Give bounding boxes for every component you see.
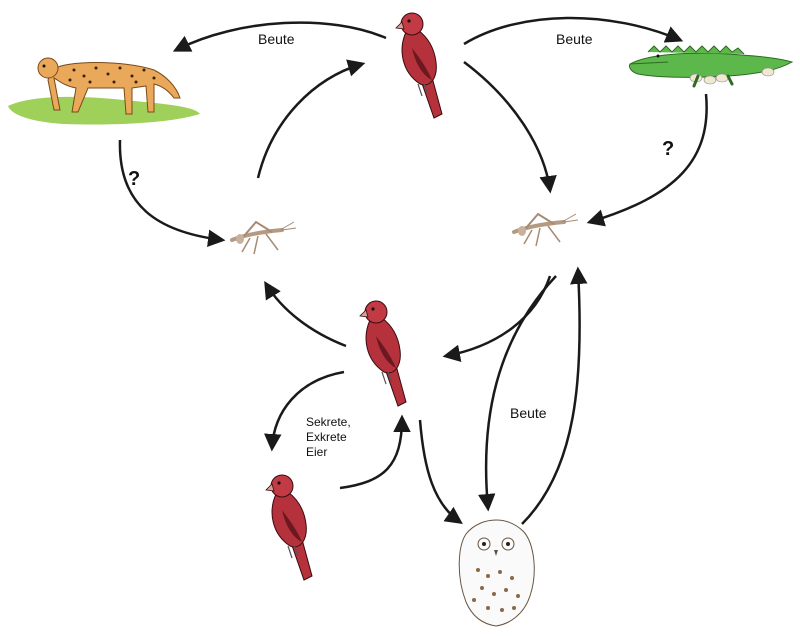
arrow-crocodile-to-insect (590, 94, 707, 222)
arrow-bird-center-to-owl (420, 420, 460, 522)
label-secretions-line3: Eier (306, 445, 351, 460)
label-question-right: ? (662, 138, 674, 161)
arrow-insect-right-to-owl (486, 276, 556, 508)
red-bird-icon-bottom (266, 475, 312, 580)
crocodile-icon (629, 46, 792, 86)
arrow-insect-left-to-bird (258, 64, 362, 178)
cheetah-icon (8, 58, 200, 125)
label-beute-top-right: Beute (556, 31, 593, 47)
arrow-bird-center-to-insect-left (266, 284, 346, 346)
arrow-insect-right-to-bird-center (446, 276, 550, 356)
grasshopper-icon-left (232, 222, 296, 254)
grasshopper-icon-right (514, 214, 578, 246)
label-beute-mid: Beute (510, 405, 547, 421)
red-bird-icon-center (360, 301, 406, 406)
snowy-owl-icon (459, 520, 534, 626)
red-bird-icon-top (396, 13, 442, 118)
label-secretions-line2: Exkrete (306, 430, 351, 445)
label-question-left: ? (128, 168, 140, 191)
label-secretions-line1: Sekrete, (306, 415, 351, 430)
label-beute-top-left: Beute (258, 31, 295, 47)
label-secretions: Sekrete, Exkrete Eier (306, 415, 351, 460)
arrow-bird-to-insect-right (464, 62, 550, 190)
